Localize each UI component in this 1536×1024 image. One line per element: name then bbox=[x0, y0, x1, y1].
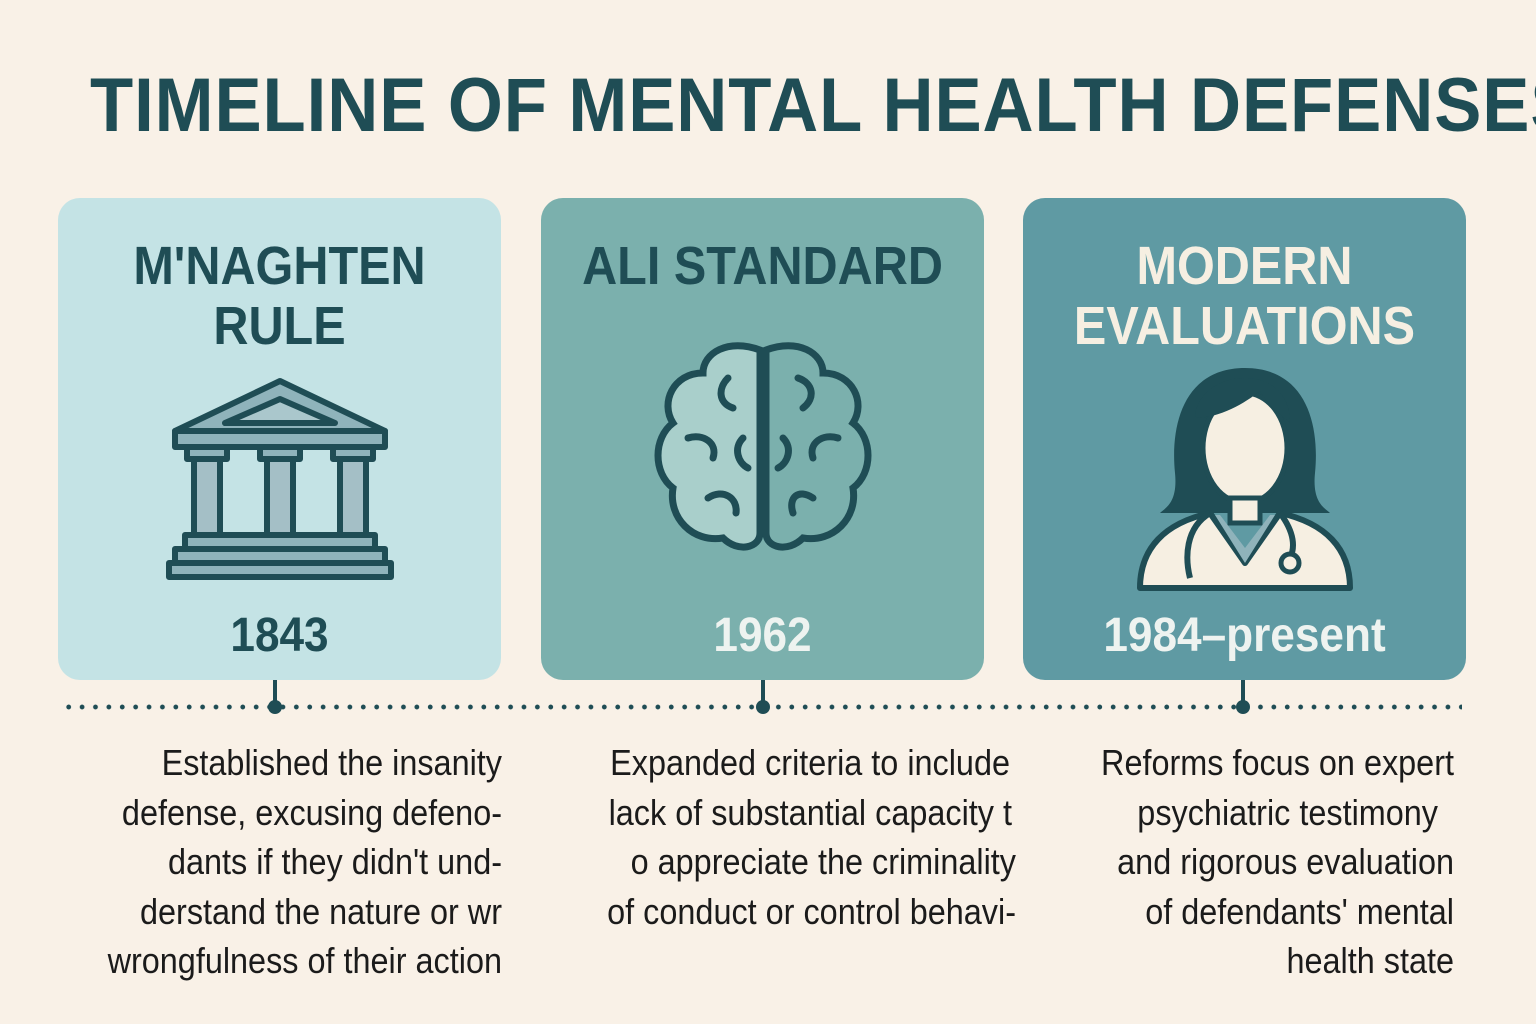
timeline-connector bbox=[1241, 680, 1245, 707]
event-description-ali: Expanded criteria to include lack of sub… bbox=[556, 738, 1016, 936]
timeline-connector bbox=[273, 680, 277, 707]
description-line: Established the insanity bbox=[161, 742, 502, 783]
description-line: of defendants' mental bbox=[1145, 890, 1454, 932]
event-card-ali-standard: ALI STANDARD 1962 bbox=[541, 198, 984, 680]
event-year: 1984–present bbox=[1103, 609, 1386, 662]
event-title-line: M'NAGHTEN bbox=[133, 236, 426, 296]
description-line: Expanded criteria to include bbox=[610, 742, 1010, 783]
description-line: dants if they didn't und- bbox=[168, 841, 502, 882]
event-card-modern-evaluations: MODERN EVALUATIONS 1984–present bbox=[1023, 198, 1466, 680]
description-line: Reforms focus on expert bbox=[1101, 742, 1454, 783]
event-title: MODERN EVALUATIONS bbox=[1045, 236, 1444, 356]
description-line: psychiatric testimony bbox=[1137, 791, 1438, 833]
timeline-marker bbox=[756, 700, 770, 714]
timeline-marker bbox=[268, 700, 282, 714]
event-title-line: MODERN bbox=[1136, 236, 1353, 296]
description-line: derstand the nature or wr bbox=[139, 890, 502, 932]
event-year: 1843 bbox=[230, 609, 329, 662]
event-title-line: ALI STANDARD bbox=[582, 236, 943, 296]
doctor-icon bbox=[1136, 368, 1353, 591]
description-line: of conduct or control behavi- bbox=[607, 890, 1016, 932]
description-line: o appreciate the criminality bbox=[630, 841, 1016, 882]
description-line: wrongfulness of their action bbox=[107, 940, 502, 981]
event-card-mnaghten: M'NAGHTEN RULE 1843 bbox=[58, 198, 501, 680]
event-description-modern: Reforms focus on expert psychiatric test… bbox=[994, 738, 1454, 986]
brain-icon bbox=[654, 342, 871, 551]
page-title: TIMELINE OF MENTAL HEALTH DEFENSES bbox=[90, 63, 1536, 148]
description-line: lack of substantial capacity t bbox=[608, 791, 1012, 833]
event-title: ALI STANDARD bbox=[563, 236, 962, 296]
event-title-line: RULE bbox=[213, 296, 346, 356]
timeline-marker bbox=[1236, 700, 1250, 714]
event-description-mnaghten: Established the insanity defense, excusi… bbox=[42, 738, 502, 986]
event-year: 1962 bbox=[713, 609, 812, 662]
courthouse-icon bbox=[165, 378, 394, 580]
event-title-line: EVALUATIONS bbox=[1073, 296, 1416, 356]
event-title: M'NAGHTEN RULE bbox=[80, 236, 479, 356]
description-line: defense, excusing defeno- bbox=[121, 791, 503, 833]
timeline-connector bbox=[761, 680, 765, 707]
description-line: health state bbox=[1286, 940, 1454, 981]
description-line: and rigorous evaluation bbox=[1117, 841, 1454, 882]
